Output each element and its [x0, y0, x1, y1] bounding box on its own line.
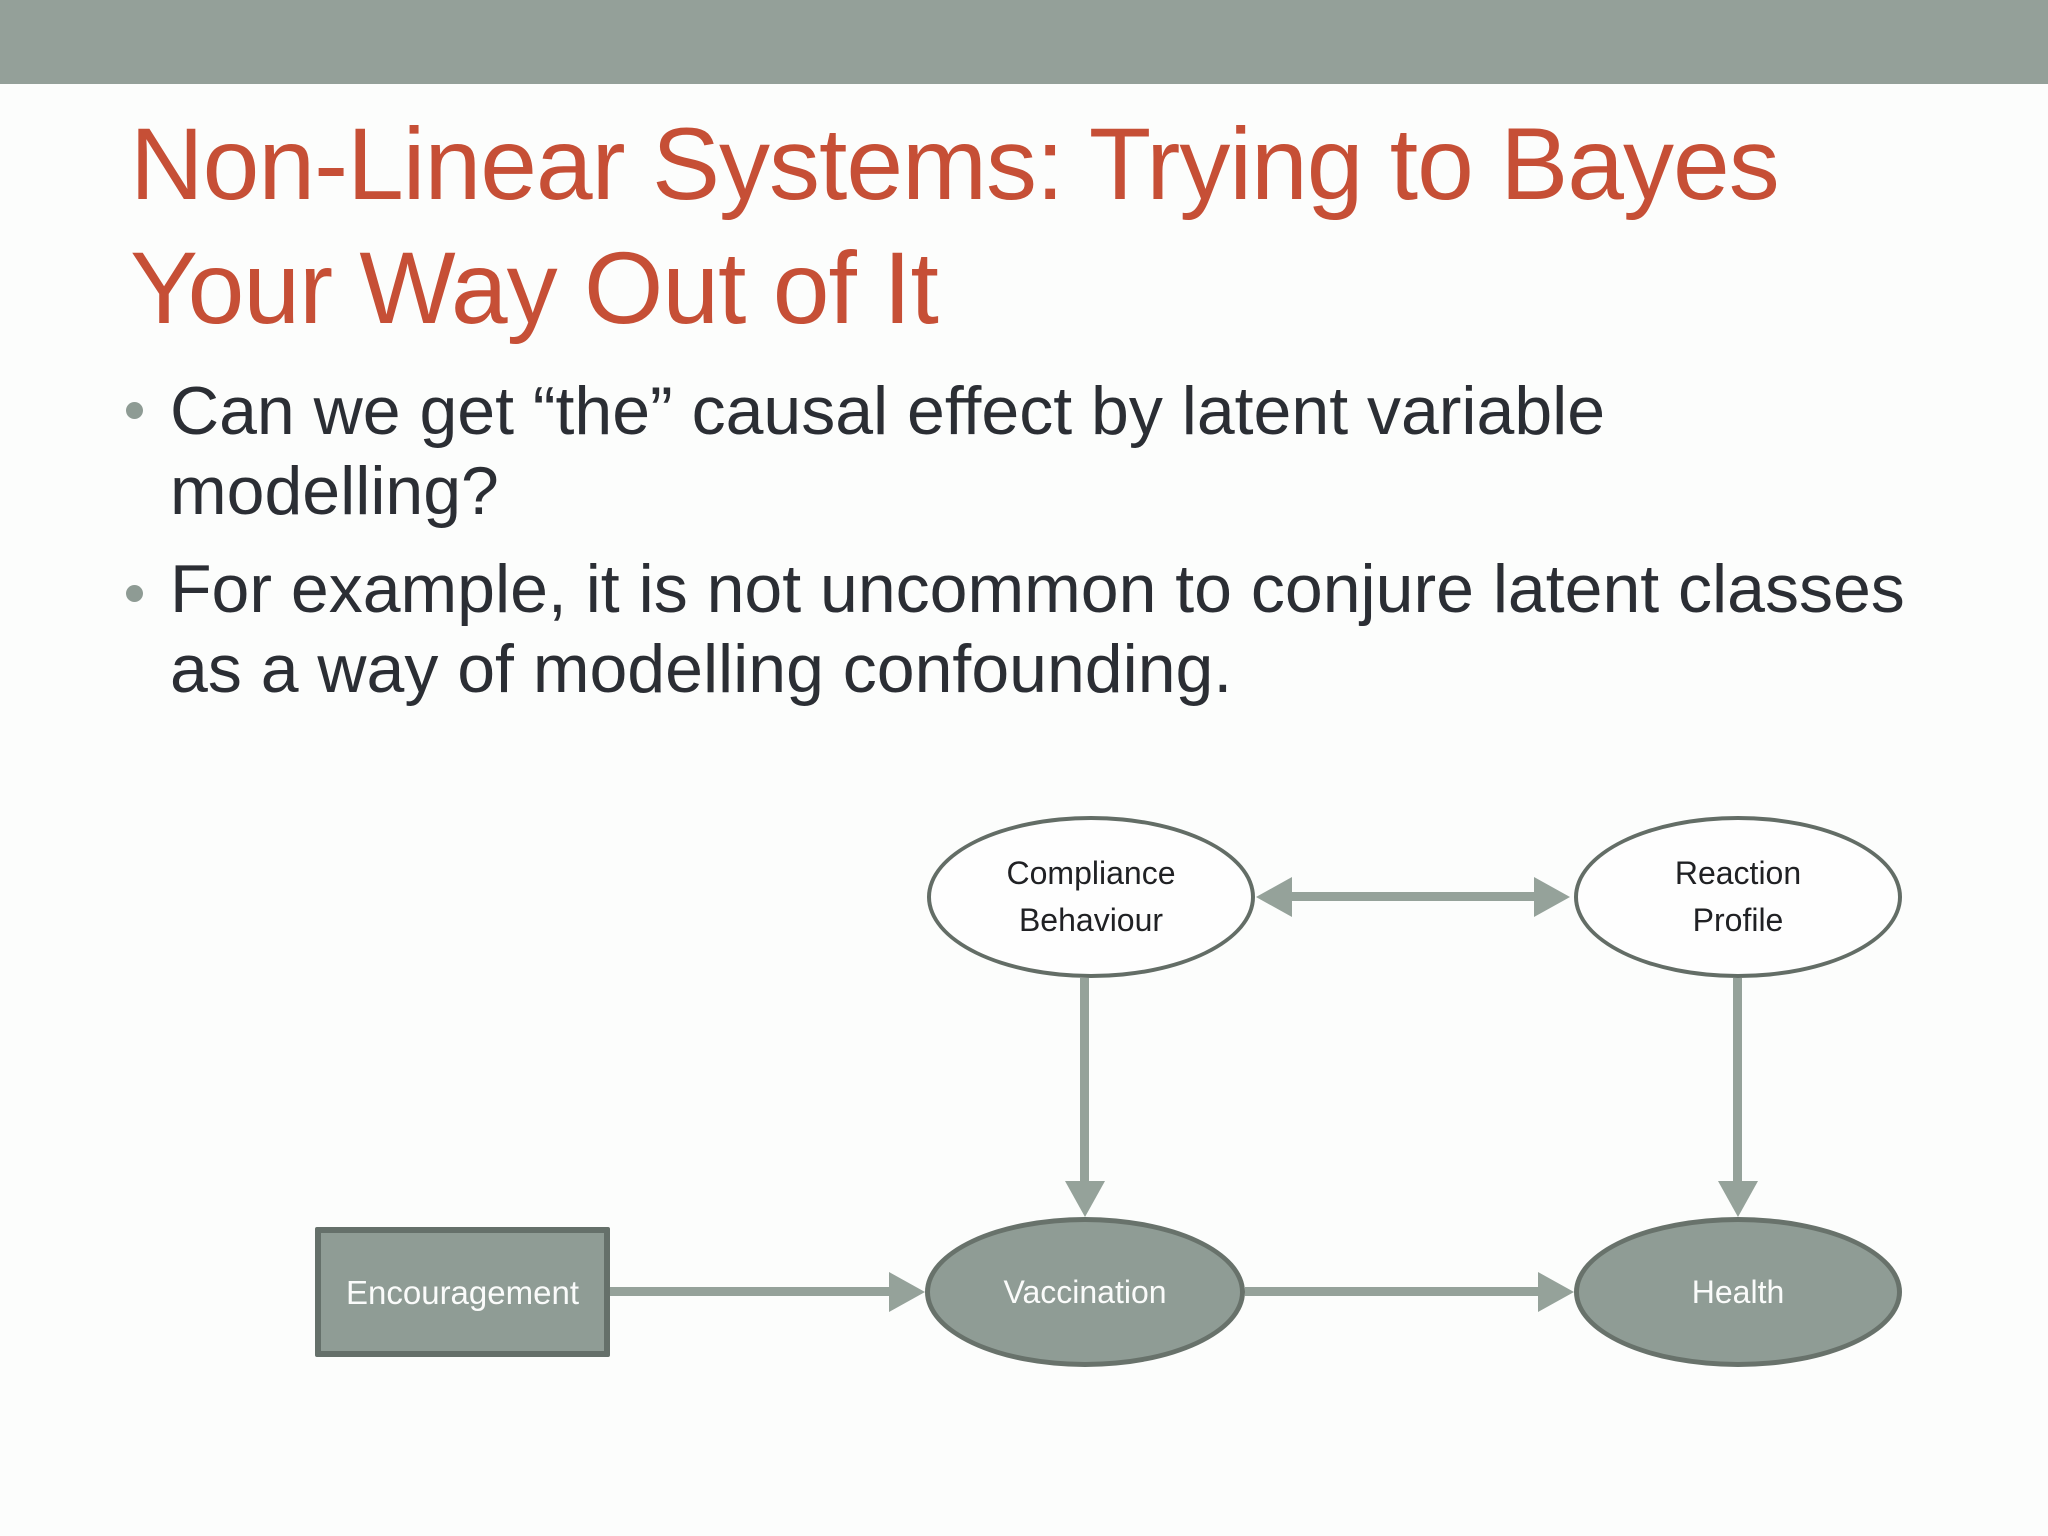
- node-compliance-behaviour: Compliance Behaviour: [927, 816, 1255, 978]
- arrowhead-right-icon: [889, 1272, 925, 1312]
- bullet-marker: [126, 585, 143, 602]
- node-health: Health: [1574, 1217, 1902, 1367]
- arrowhead-right-icon: [1538, 1272, 1574, 1312]
- arrowhead-right-icon: [1534, 877, 1570, 917]
- edge-encouragement-vaccination-shaft: [610, 1287, 890, 1296]
- bullet-item: Can we get “the” causal effect by latent…: [170, 371, 1605, 531]
- edge-vaccination-health-shaft: [1245, 1287, 1539, 1296]
- arrowhead-left-icon: [1256, 877, 1292, 917]
- edge-compliance-vaccination-shaft: [1080, 978, 1089, 1183]
- node-label-line: Reaction: [1674, 855, 1802, 891]
- bullet-line: as a way of modelling confounding.: [170, 631, 1233, 707]
- node-label: Health: [1691, 1273, 1785, 1310]
- node-label-line: Profile: [1692, 902, 1784, 938]
- bullet-marker: [126, 402, 143, 419]
- node-encouragement: Encouragement: [315, 1227, 610, 1357]
- arrowhead-down-icon: [1065, 1181, 1105, 1217]
- slide-title: Non-Linear Systems: Trying to Bayes Your…: [130, 102, 1780, 350]
- slide-title-line-1: Non-Linear Systems: Trying to Bayes: [130, 107, 1780, 221]
- bullet-line: modelling?: [170, 453, 499, 529]
- node-label: Vaccination: [1003, 1273, 1167, 1310]
- node-label: Encouragement: [346, 1273, 579, 1311]
- slide-title-line-2: Your Way Out of It: [130, 231, 939, 345]
- edge-compliance-reaction-shaft: [1288, 892, 1538, 901]
- node-label-line: Compliance: [1006, 855, 1176, 891]
- bullet-line: For example, it is not uncommon to conju…: [170, 551, 1905, 627]
- bullet-item: For example, it is not uncommon to conju…: [170, 549, 1905, 709]
- node-vaccination: Vaccination: [925, 1217, 1245, 1367]
- bullet-line: Can we get “the” causal effect by latent…: [170, 373, 1606, 449]
- edge-reaction-health-shaft: [1733, 978, 1742, 1183]
- arrowhead-down-icon: [1718, 1181, 1758, 1217]
- node-reaction-profile: Reaction Profile: [1574, 816, 1902, 978]
- node-label-line: Behaviour: [1018, 902, 1164, 938]
- header-accent-band: [0, 0, 2048, 84]
